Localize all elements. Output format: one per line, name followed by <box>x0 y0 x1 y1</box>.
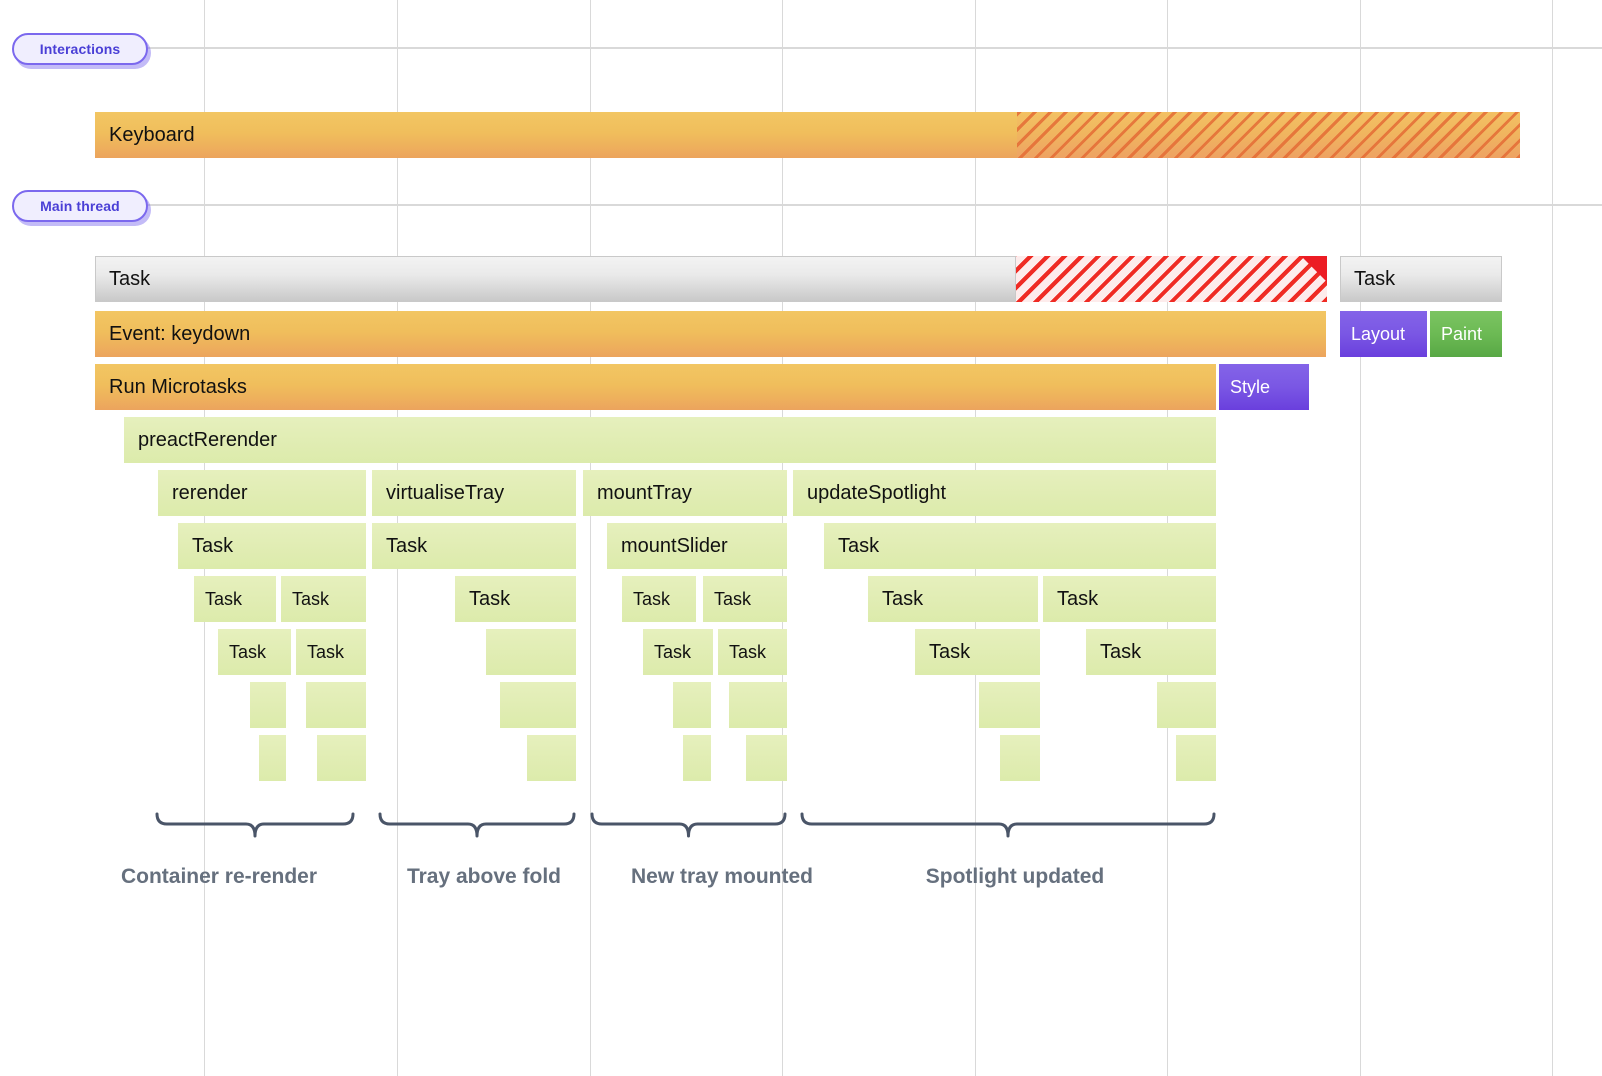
mount-tray-bar[interactable]: mountTray <box>583 470 787 516</box>
annotation-new-tray-mounted-label: New tray mounted <box>630 865 814 888</box>
gridline <box>1552 0 1553 1076</box>
annotation-spotlight-updated-brace-icon <box>800 812 1216 838</box>
mount-slider-bar[interactable]: mountSlider <box>607 523 787 569</box>
annotation-spotlight-updated <box>800 812 1216 840</box>
annotation-spotlight-updated-label: Spotlight updated <box>925 865 1105 888</box>
task-bar[interactable]: Task <box>1086 629 1216 675</box>
task-bar-label: Task <box>229 641 267 662</box>
annotation-container-re-render-label: Container re-render <box>120 865 318 888</box>
task-bar-unlabeled[interactable] <box>306 682 366 728</box>
task-bar-label: Task <box>307 641 345 662</box>
virtualise-tray-bar[interactable]: virtualiseTray <box>372 470 576 516</box>
task-bar-label: Task <box>729 641 767 662</box>
main-thread-rule <box>140 204 1602 206</box>
task-bar-unlabeled[interactable] <box>527 735 576 781</box>
task-bar-unlabeled[interactable] <box>250 682 286 728</box>
update-spotlight-bar-label: updateSpotlight <box>807 481 947 504</box>
annotation-container-re-render-brace-icon <box>155 812 355 838</box>
task-bar-unlabeled[interactable] <box>486 629 576 675</box>
annotation-tray-above-fold-label: Tray above fold <box>406 865 562 888</box>
task-bar-unlabeled[interactable] <box>317 735 366 781</box>
rerender-bar[interactable]: rerender <box>158 470 366 516</box>
task-bar[interactable]: Task <box>915 629 1040 675</box>
interactions-rule <box>140 47 1602 49</box>
task-bar-label: Task <box>192 534 234 557</box>
task-bar[interactable]: Task <box>194 576 276 622</box>
task-bar[interactable]: Task <box>455 576 576 622</box>
track-pill-interactions-label: Interactions <box>39 41 121 57</box>
paint-bar-label: Paint <box>1441 323 1483 344</box>
mount-tray-bar-label: mountTray <box>597 481 692 504</box>
task-bar[interactable]: Task <box>178 523 366 569</box>
style-bar-label: Style <box>1230 376 1271 397</box>
task-bar-label: Task <box>469 587 511 610</box>
task-bar[interactable]: Task <box>218 629 291 675</box>
annotation-new-tray-mounted-brace-icon <box>590 812 787 838</box>
event-keydown-bar[interactable]: Event: keydown <box>95 311 1326 357</box>
task-bar-unlabeled[interactable] <box>979 682 1040 728</box>
task-bar-secondary[interactable]: Task <box>1340 256 1502 302</box>
layout-bar[interactable]: Layout <box>1340 311 1427 357</box>
task-bar-unlabeled[interactable] <box>746 735 787 781</box>
task-bar-label: Task <box>633 588 671 609</box>
task-bar-label: Task <box>1100 640 1142 663</box>
task-bar[interactable]: Task <box>296 629 366 675</box>
long-task-warning-flag-icon <box>1301 256 1327 282</box>
task-bar[interactable]: Task <box>824 523 1216 569</box>
task-bar-unlabeled[interactable] <box>500 682 576 728</box>
task-bar-unlabeled[interactable] <box>1000 735 1040 781</box>
task-bar-label: Task <box>838 534 880 557</box>
keyboard-bar-overrun[interactable] <box>1017 112 1520 158</box>
task-bar[interactable]: Task <box>703 576 787 622</box>
track-pill-main-thread[interactable]: Main thread <box>12 190 148 222</box>
rerender-bar-label: rerender <box>172 481 248 504</box>
task-bar-long-task-warning[interactable] <box>1016 256 1327 302</box>
annotation-container-re-render <box>155 812 355 840</box>
task-bar[interactable]: Task <box>718 629 787 675</box>
gridline <box>590 0 591 1076</box>
task-bar-label: Task <box>654 641 692 662</box>
paint-bar[interactable]: Paint <box>1430 311 1502 357</box>
preact-rerender-bar-label: preactRerender <box>138 428 277 451</box>
task-bar[interactable]: Task <box>868 576 1038 622</box>
task-bar-unlabeled[interactable] <box>673 682 711 728</box>
preact-rerender-bar[interactable]: preactRerender <box>124 417 1216 463</box>
track-pill-interactions[interactable]: Interactions <box>12 33 148 65</box>
task-bar-unlabeled[interactable] <box>683 735 711 781</box>
annotation-tray-above-fold <box>378 812 576 840</box>
task-bar[interactable]: Task <box>1043 576 1216 622</box>
task-bar-label: Task <box>929 640 971 663</box>
event-keydown-bar-label: Event: keydown <box>109 322 251 345</box>
keyboard-bar[interactable]: Keyboard <box>95 112 1017 158</box>
task-bar-label: Task <box>714 588 752 609</box>
virtualise-tray-bar-label: virtualiseTray <box>386 481 505 504</box>
run-microtasks-bar[interactable]: Run Microtasks <box>95 364 1216 410</box>
task-bar-unlabeled[interactable] <box>729 682 787 728</box>
task-bar-main[interactable]: Task <box>95 256 1016 302</box>
run-microtasks-bar-label: Run Microtasks <box>109 375 247 398</box>
track-pill-main-thread-label: Main thread <box>40 198 120 214</box>
task-bar[interactable]: Task <box>622 576 696 622</box>
task-bar-secondary-label: Task <box>1354 267 1396 290</box>
task-bar-label: Task <box>882 587 924 610</box>
mount-slider-bar-label: mountSlider <box>621 534 728 557</box>
task-bar[interactable]: Task <box>372 523 576 569</box>
task-bar-label: Task <box>386 534 428 557</box>
task-bar[interactable]: Task <box>643 629 713 675</box>
update-spotlight-bar[interactable]: updateSpotlight <box>793 470 1216 516</box>
task-bar-unlabeled[interactable] <box>1176 735 1216 781</box>
task-bar-unlabeled[interactable] <box>1157 682 1216 728</box>
layout-bar-label: Layout <box>1351 323 1406 344</box>
task-bar-label: Task <box>292 588 330 609</box>
style-bar[interactable]: Style <box>1219 364 1309 410</box>
task-bar-unlabeled[interactable] <box>259 735 286 781</box>
task-bar[interactable]: Task <box>281 576 366 622</box>
annotation-new-tray-mounted <box>590 812 787 840</box>
task-bar-label: Task <box>1057 587 1099 610</box>
task-bar-main-label: Task <box>109 267 151 290</box>
keyboard-bar-label: Keyboard <box>109 123 195 146</box>
gridline <box>1360 0 1361 1076</box>
task-bar-label: Task <box>205 588 243 609</box>
annotation-tray-above-fold-brace-icon <box>378 812 576 838</box>
